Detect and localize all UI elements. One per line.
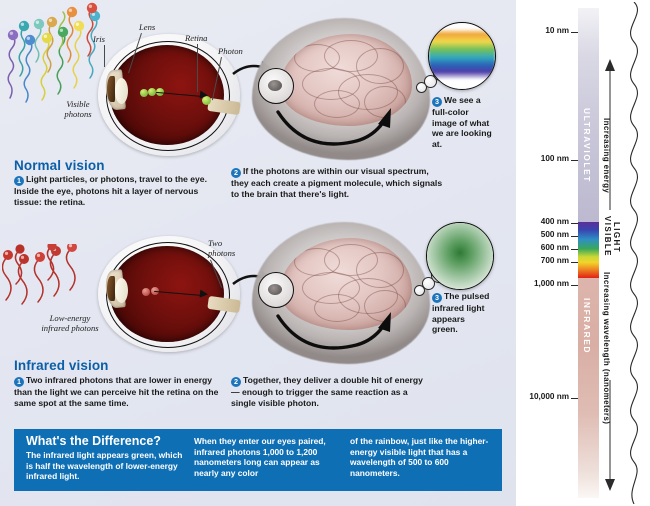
infrared-path-arrowhead [199, 289, 209, 299]
step-text: The pulsed infrared light appears green. [432, 291, 490, 335]
spectrum-tick [571, 262, 578, 263]
retina-magnifier-circle [258, 68, 294, 104]
spectrum-tick-label: 100 nm [540, 154, 569, 163]
infrared-band [578, 278, 599, 498]
visible-photons-illustration [7, 2, 101, 103]
retina-leader-line [197, 44, 198, 92]
difference-column-1: The infrared light appears green, which … [26, 450, 183, 482]
spectrum-tick-label: 600 nm [540, 243, 569, 252]
step-number-badge: 3 [432, 97, 442, 107]
green-gradient [427, 223, 493, 289]
spectrum-tick-label: 10 nm [545, 26, 569, 35]
connector-bubble [414, 285, 425, 296]
spectrum-tick [571, 32, 578, 33]
difference-column-3: of the rainbow, just like the higher-ene… [350, 436, 489, 478]
visible-light-label-line2: LIGHT [612, 222, 621, 253]
rainbow-gradient [429, 23, 495, 89]
iris-leader-line [104, 45, 105, 67]
visible-photons-label: Visible photons [64, 99, 92, 119]
spectrum-bar: ULTRAVIOLET INFRARED [578, 8, 599, 498]
illustration-panel: Visible photons Iris Lens Retina Photon [0, 0, 516, 506]
step-number-badge: 2 [231, 377, 241, 387]
ultraviolet-band-label: ULTRAVIOLET [582, 108, 592, 183]
lens-label: Lens [139, 22, 156, 32]
infrared-vision-eye-diagram [96, 234, 244, 354]
iris-shape [107, 76, 115, 102]
green-glow-circle [426, 222, 494, 290]
lens-shape [115, 278, 128, 303]
two-photons-label: Two photons [208, 238, 236, 258]
visible-light-band [578, 222, 599, 278]
spectrum-tick-label: 500 nm [540, 230, 569, 239]
photon-on-retina [202, 96, 211, 105]
spectrum-tick-label: 10,000 nm [529, 392, 569, 401]
infrared-photons-illustration [2, 244, 77, 305]
difference-column-2: When they enter our eyes paired, infrare… [194, 436, 326, 478]
difference-callout-box: What's the Difference? The infrared ligh… [14, 429, 502, 491]
waveform-decoration [629, 2, 639, 504]
step-text: Together, they deliver a double hit of e… [231, 375, 423, 408]
step-number-badge: 3 [432, 293, 442, 303]
infrared-band-label: INFRARED [582, 298, 592, 355]
low-energy-photons-label: Low-energy infrared photons [41, 313, 99, 333]
spectrum-tick [571, 160, 578, 161]
increasing-energy-arrow [605, 59, 615, 210]
increasing-wavelength-label: Increasing wavelength (nanometers) [602, 272, 611, 425]
step-text: Two infrared photons that are lower in e… [14, 375, 219, 408]
step-text: If the photons are within our visual spe… [231, 166, 443, 199]
brain-signal-arrow [276, 108, 391, 146]
spectrum-tick [571, 398, 578, 399]
ultraviolet-band [578, 8, 599, 222]
infrared-vision-head [252, 222, 430, 364]
step-text: We see a full-color image of what we are… [432, 95, 492, 149]
pigment-molecule [140, 89, 148, 97]
iris-label: Iris [93, 34, 105, 44]
infrared-vision-heading: Infrared vision [14, 358, 109, 373]
spectrum-tick-label: 1,000 nm [533, 279, 569, 288]
connector-bubble [416, 82, 427, 93]
step-number-badge: 1 [14, 176, 24, 186]
infrared-photon-pair [142, 288, 150, 296]
visible-light-label-line1: VISIBLE [603, 216, 612, 257]
spectrum-tick [571, 285, 578, 286]
normal-vision-eye-diagram [96, 32, 244, 158]
increasing-energy-label: Increasing energy [602, 118, 611, 194]
step-text: Light particles, or photons, travel to t… [14, 174, 207, 207]
retina-label: Retina [185, 33, 208, 43]
full-color-vision-circle [428, 22, 496, 90]
brain-signal-arrow [276, 312, 391, 350]
retina-magnifier-circle [258, 272, 294, 308]
spectrum-tick [571, 236, 578, 237]
step-number-badge: 1 [14, 377, 24, 387]
light-path-arrowhead [199, 90, 209, 100]
electromagnetic-spectrum-panel: ULTRAVIOLET INFRARED 10 nm 100 nm 400 nm… [516, 0, 650, 506]
normal-vision-heading: Normal vision [14, 158, 105, 173]
spectrum-tick [571, 249, 578, 250]
difference-box-title: What's the Difference? [26, 434, 161, 448]
iris-shape [107, 276, 115, 301]
spectrum-tick-label: 400 nm [540, 217, 569, 226]
step-number-badge: 2 [231, 168, 241, 178]
lens-shape [115, 78, 128, 104]
spectrum-tick-label: 700 nm [540, 256, 569, 265]
photon-label: Photon [218, 46, 243, 56]
spectrum-tick [571, 223, 578, 224]
increasing-wavelength-arrow [605, 380, 615, 491]
normal-vision-head [252, 18, 430, 160]
pigment-molecule [148, 88, 156, 96]
